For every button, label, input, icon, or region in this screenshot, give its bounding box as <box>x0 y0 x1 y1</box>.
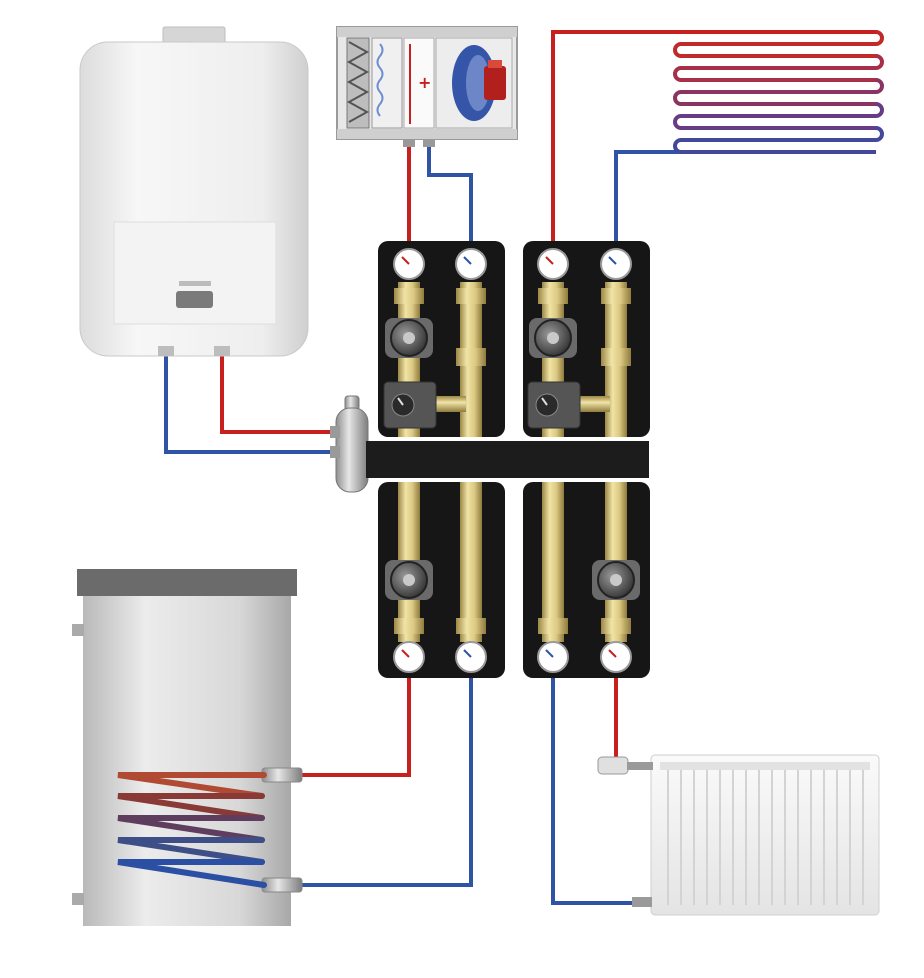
air-handler-top-rail <box>337 27 517 37</box>
coil-segment <box>117 772 267 799</box>
coil-segment <box>117 859 267 888</box>
thermometer-needle <box>608 649 617 658</box>
water-tank <box>72 569 303 926</box>
radiator-fins <box>667 770 864 905</box>
thermometer-needle <box>463 649 472 658</box>
thermometer-needle <box>401 256 410 265</box>
boiler-outlet-right <box>214 346 230 356</box>
ufh-coil-4 <box>673 102 884 130</box>
tank-coil-outlet <box>261 877 303 893</box>
coil-segment <box>117 837 265 865</box>
radiator-top-grille <box>660 762 870 770</box>
pump-group-2 <box>523 241 650 437</box>
thermostatic-valve-icon <box>597 756 629 775</box>
radiator-body <box>650 754 880 916</box>
radiator <box>597 754 880 916</box>
brass-pipe-right <box>460 482 482 642</box>
tank-coil-inlet <box>261 767 303 783</box>
ufh-supply-pipe <box>551 30 876 245</box>
thermometer-needle <box>463 256 472 265</box>
brass-fitting <box>456 618 486 634</box>
brass-fitting <box>601 288 631 304</box>
thermometer-needle <box>545 649 554 658</box>
hydraulic-separator <box>330 395 369 493</box>
boiler-front-panel <box>113 221 277 325</box>
tank-supply-pipe <box>300 678 411 777</box>
radiator-return-pipe <box>551 678 635 905</box>
air-handler: + <box>336 26 518 147</box>
brass-fitting <box>538 618 568 634</box>
thermometer-needle <box>545 256 554 265</box>
boiler <box>79 26 309 357</box>
brass-fitting <box>394 288 424 304</box>
pump-group-1 <box>378 241 505 437</box>
tank-fitting-top <box>72 624 84 636</box>
bypass-pipe <box>436 396 466 412</box>
tank-fitting-bottom <box>72 893 84 905</box>
separator-port-bottom <box>330 446 340 458</box>
ufh-coil-3 <box>673 78 884 106</box>
tank-lid <box>77 569 297 596</box>
air-handler-port-left <box>403 139 415 147</box>
brass-fitting <box>538 288 568 304</box>
air-handler-coil <box>371 37 403 129</box>
coil-segment <box>117 793 265 821</box>
pump-hub <box>547 332 559 344</box>
brass-fitting <box>601 618 631 634</box>
fan-motor <box>484 66 506 100</box>
brass-fitting <box>456 348 486 366</box>
manifold-bar <box>366 441 649 478</box>
boiler-display <box>176 291 213 308</box>
heater-plus-icon: + <box>418 73 431 92</box>
tank-heat-exchanger-coil <box>117 772 267 888</box>
boiler-return-pipe <box>164 352 338 454</box>
pump-hub <box>403 574 415 586</box>
brass-fitting <box>601 348 631 366</box>
radiator-return-valve <box>632 897 652 907</box>
knob-indicator <box>541 397 548 406</box>
boiler-panel-label <box>179 281 211 286</box>
valve-connector <box>627 762 653 770</box>
bypass-pipe <box>580 396 610 412</box>
filter-pleats <box>346 41 370 123</box>
brass-pipe-left <box>542 482 564 642</box>
thermometer-needle <box>401 649 410 658</box>
brass-fitting <box>456 288 486 304</box>
separator-port-top <box>330 426 340 438</box>
ufh-return-pipe <box>614 150 876 245</box>
separator-body <box>335 407 369 493</box>
underfloor-loop <box>673 30 884 154</box>
air-handler-return-pipe <box>427 145 473 245</box>
tank-return-pipe <box>300 678 473 887</box>
knob-indicator <box>397 397 404 406</box>
thermometer-needle <box>608 256 617 265</box>
ufh-coil-5 <box>673 126 884 154</box>
air-handler-bottom-rail <box>337 129 517 139</box>
pump-hub <box>610 574 622 586</box>
brass-fitting <box>394 618 424 634</box>
tank-body <box>83 596 291 926</box>
ufh-coil-2 <box>673 54 884 82</box>
air-handler-port-right <box>423 139 435 147</box>
ufh-coil-1 <box>673 30 884 58</box>
pump-group-4 <box>523 482 650 678</box>
fan-motor-cap <box>488 60 502 68</box>
boiler-outlet-left <box>158 346 174 356</box>
coil-wave-icon <box>376 43 384 117</box>
pump-hub <box>403 332 415 344</box>
coil-segment <box>117 815 265 843</box>
boiler-supply-pipe <box>220 352 338 434</box>
pipes <box>164 30 876 905</box>
pump-group-3 <box>378 482 505 678</box>
